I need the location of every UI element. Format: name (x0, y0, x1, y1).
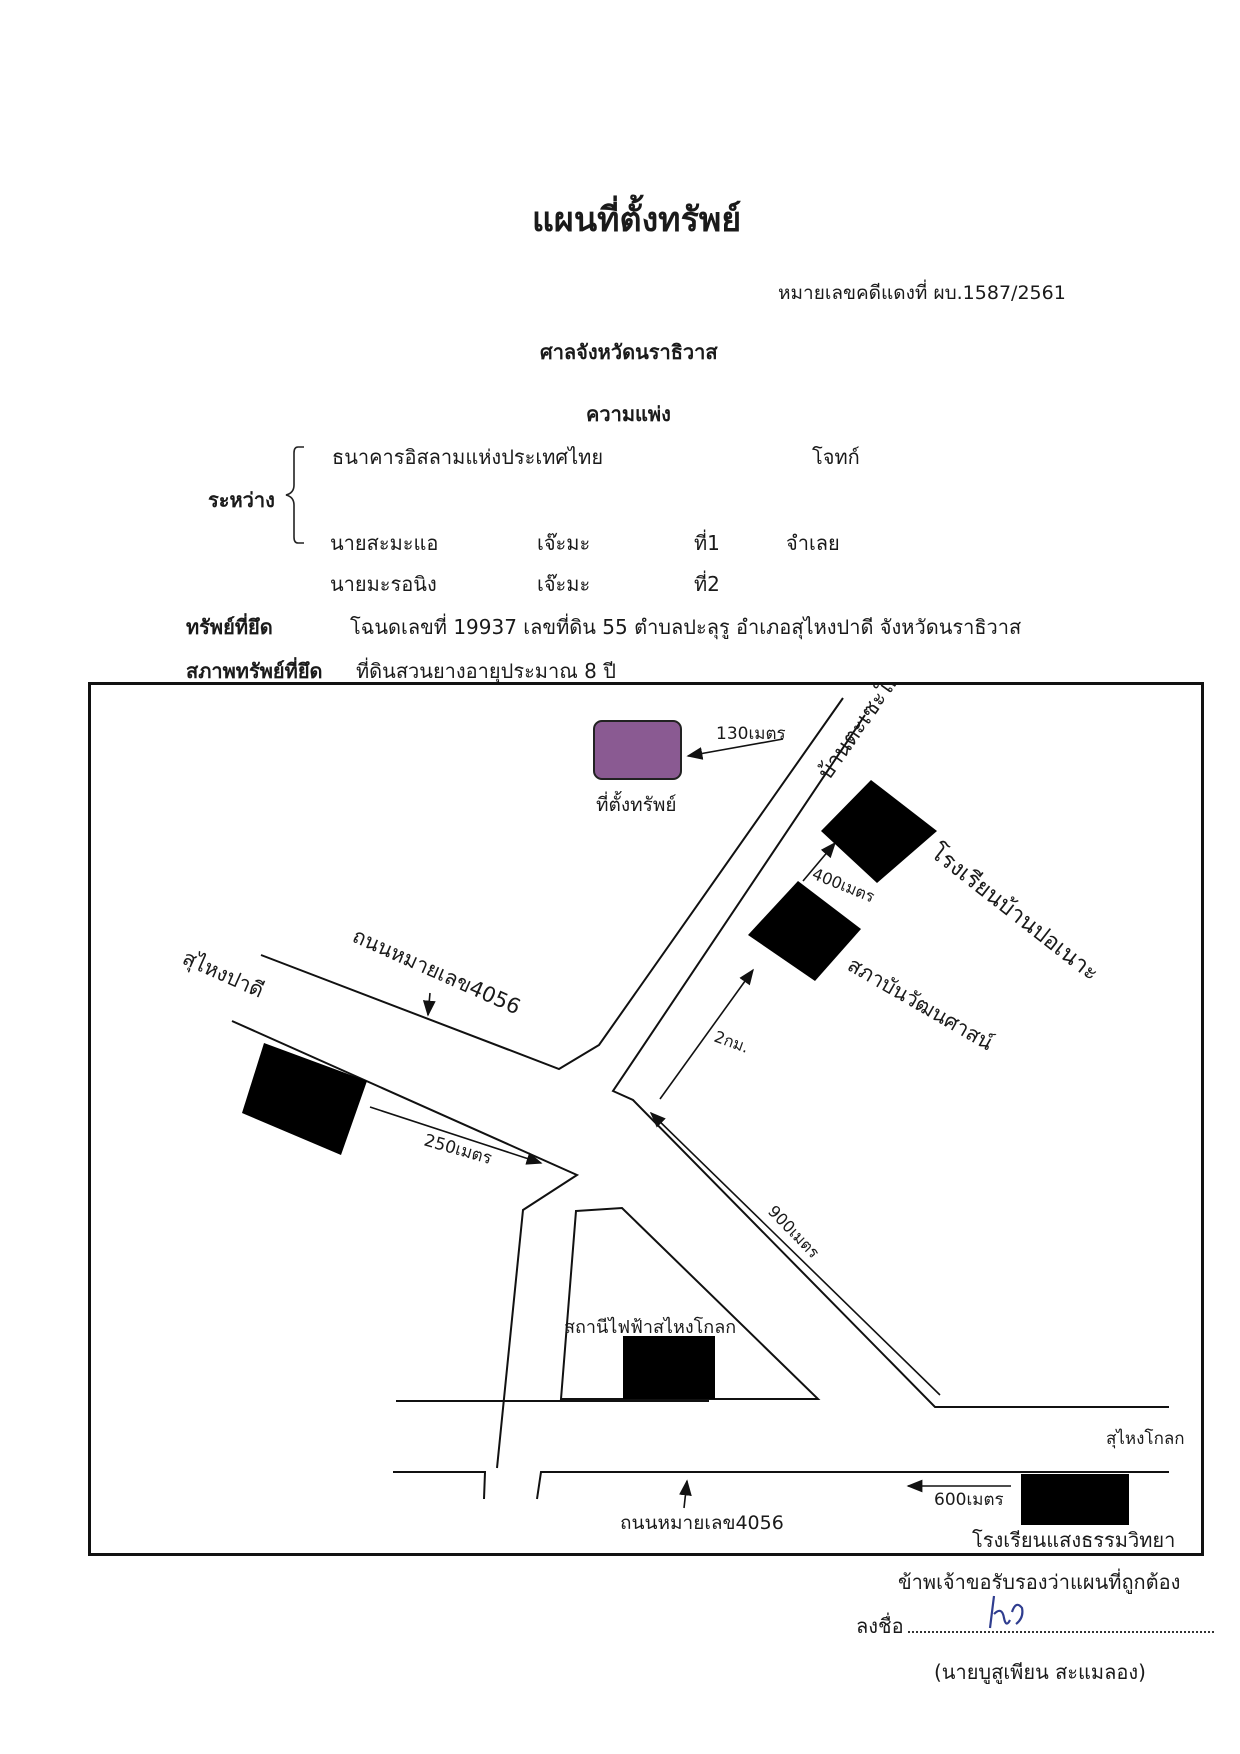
property-condition-value: ที่ดินสวนยางอายุประมาณ 8 ปี (356, 659, 616, 683)
signer-name: (นายบูสูเพียน สะแมลอง) (934, 1660, 1146, 1684)
label-school-ban-po-nae: โรงเรียนบ้านปอเนาะ (925, 838, 1104, 986)
arrow-900m (649, 1111, 941, 1396)
certification-text: ข้าพเจ้าขอรับรองว่าแผนที่ถูกต้อง (898, 1570, 1181, 1594)
power-station-marker (623, 1336, 715, 1399)
power-station-block (559, 1206, 821, 1400)
court-name: ศาลจังหวัดนราธิวาส (540, 340, 718, 364)
label-130m: 130เมตร (716, 724, 786, 744)
defendant-2-name: นายมะรอนิง (330, 572, 437, 596)
road-edge-north-west (260, 697, 844, 1071)
arrows (369, 738, 1011, 1509)
arrow-130m (686, 738, 784, 760)
seized-property-value: โฉนดเลขที่ 19937 เลขที่ดิน 55 ตำบลปะลุรู… (350, 615, 1022, 639)
school-saeng-tham-marker (1021, 1474, 1129, 1525)
label-2km: 2กม. (712, 1027, 752, 1057)
arrow-road-bottom (679, 1479, 692, 1509)
label-sungai-padi: สุไหงปาดี (179, 946, 268, 1004)
institute-marker (748, 881, 861, 981)
label-institute: สภาบันวัฒนศาสน์ (844, 953, 998, 1056)
arrow-2km (659, 968, 754, 1100)
label-school-saeng-tham: โรงเรียนแสงธรรมวิทยา (972, 1528, 1175, 1552)
label-road-top: ถนนหมายเลข4056 (349, 924, 524, 1020)
defendant-1-surname: เจ๊ะมะ (537, 531, 591, 555)
defendant-1-name: นายสะมะแอ (330, 531, 439, 555)
page-title: แผนที่ตั้งทรัพย์ (532, 200, 742, 240)
label-power-station: สถานีไฟฟ้าสไหงโกลก (564, 1316, 736, 1338)
plaintiff-name: ธนาคารอิสลามแห่งประเทศไทย (332, 445, 604, 469)
property-condition-label: สภาพทรัพย์ที่ยึด (186, 659, 323, 683)
road-edge-south-left (393, 1471, 487, 1500)
landmark-west-marker (242, 1043, 367, 1155)
defendant-2-number: ที่2 (694, 572, 720, 596)
between-label: ระหว่าง (208, 488, 275, 512)
road-edge-west (231, 1020, 580, 1469)
arrow-400m (802, 841, 837, 882)
property-marker (593, 720, 682, 780)
location-map: ที่ตั้งทรัพย์ 130เมตร บ้านตะเซะใต้ โรงเร… (88, 682, 1204, 1556)
property-label: ที่ตั้งทรัพย์ (596, 791, 677, 816)
school-ban-po-nae-marker (821, 780, 937, 883)
road-edge-south-right (536, 1471, 1169, 1500)
roads (231, 697, 1169, 1500)
arrow-250m (369, 1106, 543, 1165)
plaintiff-role: โจทก์ (812, 445, 860, 469)
signature-mark (988, 1595, 1024, 1629)
case-type: ความแพ่ง (586, 402, 671, 426)
party-brace (285, 446, 304, 544)
case-number: หมายเลขคดีแดงที่ ผบ.1587/2561 (778, 282, 1066, 304)
road-edge-east (611, 714, 1169, 1408)
label-road-bottom: ถนนหมายเลข4056 (620, 1512, 784, 1534)
defendant-2-surname: เจ๊ะมะ (537, 572, 591, 596)
sign-label: ลงชื่อ (856, 1614, 904, 1638)
signature-line (908, 1631, 1214, 1633)
seized-property-label: ทรัพย์ที่ยึด (186, 615, 273, 639)
defendant-1-number: ที่1 (694, 531, 720, 555)
label-sungai-kolok: สุไหงโกลก (1106, 1428, 1185, 1449)
label-600m: 600เมตร (934, 1490, 1004, 1510)
defendant-role: จำเลย (786, 531, 840, 555)
label-village: บ้านตะเซะใต้ (813, 685, 907, 784)
arrow-road-top (422, 992, 436, 1017)
map-drawing: ที่ตั้งทรัพย์ 130เมตร บ้านตะเซะใต้ โรงเร… (179, 685, 1185, 1552)
